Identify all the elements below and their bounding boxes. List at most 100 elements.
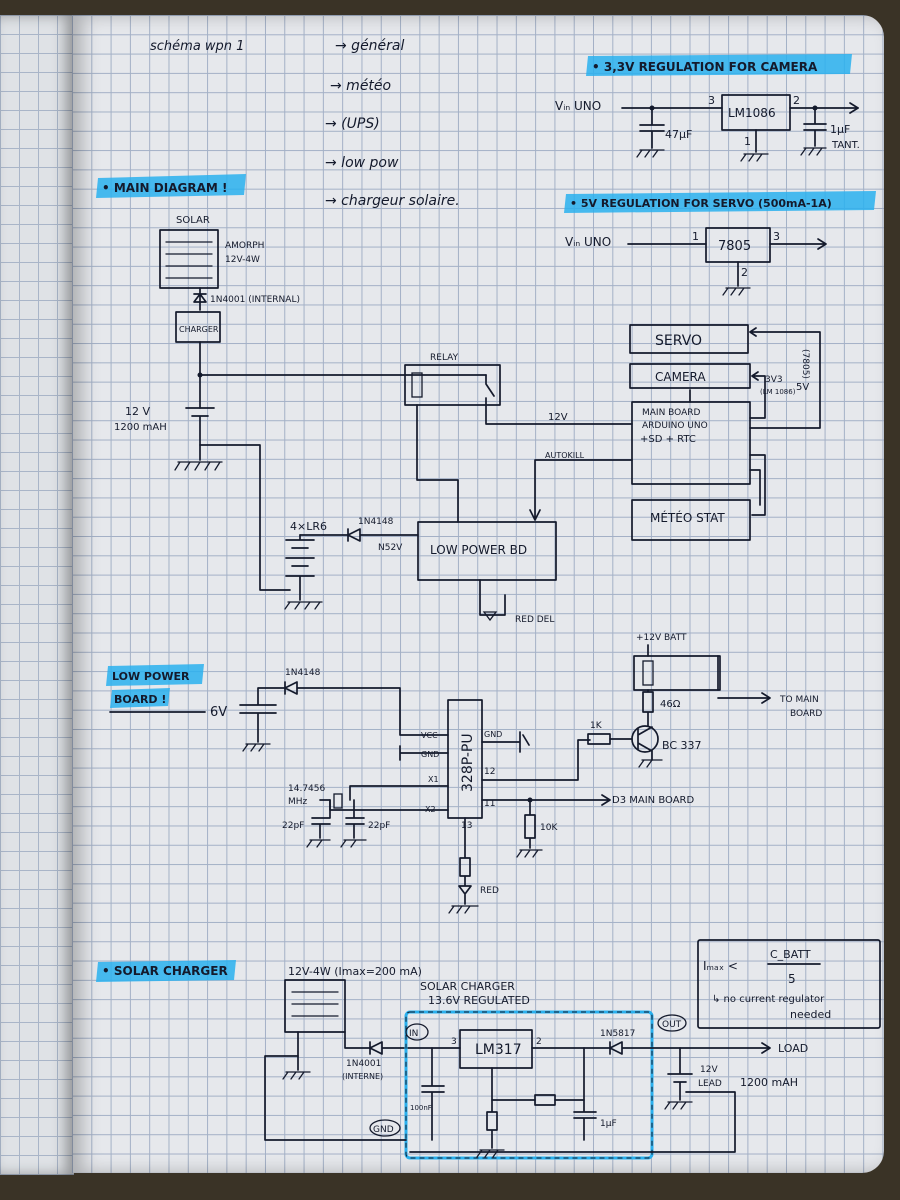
pin-label: 3 xyxy=(708,94,715,107)
main-board-block xyxy=(631,401,751,485)
sc-gnd-pad xyxy=(369,1119,401,1137)
pin-label: 3 xyxy=(773,230,780,243)
d3-label: D3 MAIN BOARD xyxy=(612,795,694,806)
sc-title-1: SOLAR CHARGER xyxy=(420,980,515,993)
sc-out-pad xyxy=(657,1014,687,1032)
pin-label: 2 xyxy=(793,94,800,107)
pin-label: 1 xyxy=(744,135,751,148)
pin-gnd: GND xyxy=(421,750,439,759)
pin-label: 1 xyxy=(692,230,699,243)
todo-title: schéma wpn 1 xyxy=(150,39,244,54)
7805-note: (7805) xyxy=(800,349,810,379)
bc337-transistor xyxy=(631,725,659,753)
formula-lhs: Iₘₐₓ < xyxy=(703,959,738,973)
v5-label: 5V xyxy=(796,382,809,393)
reg33-section: • 3,3V REGULATION FOR CAMERA Vᵢₙ UNO LM1… xyxy=(555,54,860,162)
charger-label: CHARGER xyxy=(179,325,219,334)
battery-voltage: 12 V xyxy=(125,405,150,418)
meteo-label: MÉTÉO STAT xyxy=(650,510,725,525)
solar-panel xyxy=(159,229,219,289)
solar-charger: • SOLAR CHARGER 12V-4W (Imax=200 mA) 1N4… xyxy=(96,939,881,1160)
camera-block xyxy=(629,363,751,389)
v33-label: 3V3 xyxy=(765,375,783,385)
todo-item: → général xyxy=(335,38,405,54)
pin-x1: X1 xyxy=(428,775,439,784)
low-power-board: LOW POWER BOARD ! 6V 1N4148 328P-PU VCC … xyxy=(106,633,822,914)
bc337-label: BC 337 xyxy=(662,739,702,752)
battery-capacity: 1200 mAH xyxy=(114,422,167,433)
autokill-label: AUTOKILL xyxy=(545,451,585,460)
sc-gnd-label: GND xyxy=(373,1125,394,1135)
formula-note: ↳ no current regulator xyxy=(712,994,825,1005)
cap-tant: TANT. xyxy=(831,140,860,151)
sc-batt-cap: 1200 mAH xyxy=(740,1076,798,1089)
lpb-heading: BOARD ! xyxy=(114,693,166,706)
sc-cap-left: 100nF xyxy=(410,1104,432,1112)
formula-den: 5 xyxy=(788,972,796,986)
charger-block xyxy=(175,311,221,343)
aa-pack-label: 4×LR6 xyxy=(290,520,327,533)
cap-47uf: 47µF xyxy=(665,128,692,141)
sc-diode-1n5817: 1N5817 xyxy=(600,1029,635,1039)
led-red-label: RED xyxy=(480,886,499,896)
left-notebook-page xyxy=(0,15,74,1175)
r10k-label: 10K xyxy=(540,823,558,833)
relay-block xyxy=(404,364,501,406)
batt-label: +12V BATT xyxy=(636,633,687,643)
pin-label: 2 xyxy=(536,1037,542,1047)
diode-1n4148: 1N4148 xyxy=(358,517,394,527)
sc-in-pad xyxy=(405,1023,429,1041)
sc-diode-1: 1N4001 xyxy=(346,1059,381,1069)
lm317-label: LM317 xyxy=(475,1042,522,1058)
lpb-diode: 1N4148 xyxy=(285,668,321,678)
sc-panel-label: 12V-4W (Imax=200 mA) xyxy=(288,965,422,978)
sc-heading: • SOLAR CHARGER xyxy=(102,964,228,978)
r46-label: 46Ω xyxy=(660,699,681,710)
pin-11: 11 xyxy=(484,799,495,809)
pin-label: 2 xyxy=(741,266,748,279)
lpb-6v: 6V xyxy=(210,705,227,720)
todo-item: → chargeur solaire. xyxy=(325,193,460,209)
todo-item: → (UPS) xyxy=(325,116,380,132)
servo-block xyxy=(629,324,749,354)
main-diagram-heading: • MAIN DIAGRAM ! xyxy=(102,181,227,195)
to-main-label: TO MAIN xyxy=(779,695,819,705)
pin-label: 3 xyxy=(451,1037,457,1047)
formula-box xyxy=(697,939,881,1029)
sc-in-label: IN xyxy=(409,1029,418,1039)
red-del-label: RED DEL xyxy=(515,615,554,625)
relay-label: RELAY xyxy=(430,353,459,363)
main-board-label: MAIN BOARD xyxy=(642,408,701,418)
low-power-bd-label: LOW POWER BD xyxy=(430,543,527,557)
solar-spec: AMORPH xyxy=(225,241,264,251)
lm1086-note: (LM 1086) xyxy=(760,388,796,396)
r1k-label: 1K xyxy=(590,721,603,731)
sc-diode-2: (INTERNE) xyxy=(342,1072,383,1081)
pin-13: 13 xyxy=(461,821,472,831)
7805-label: 7805 xyxy=(718,239,751,254)
to-main-label: BOARD xyxy=(790,709,822,719)
formula-note: needed xyxy=(790,1008,831,1021)
low-power-bd-block xyxy=(417,521,557,581)
sc-cap-right: 1µF xyxy=(600,1119,617,1129)
reg5-vin: Vᵢₙ UNO xyxy=(565,235,611,249)
camera-label: CAMERA xyxy=(655,370,706,384)
atmega328-label: 328P-PU xyxy=(460,733,476,792)
main-board-label: +SD + RTC xyxy=(640,434,696,445)
reg33-heading: • 3,3V REGULATION FOR CAMERA xyxy=(592,60,818,74)
lm317-chip xyxy=(459,1029,533,1069)
lpb-relay xyxy=(633,655,721,691)
diode-1n4001: 1N4001 (INTERNAL) xyxy=(210,295,300,305)
meteo-block xyxy=(631,499,751,541)
reg33-highlight xyxy=(586,54,852,76)
ns2v-label: N52V xyxy=(378,543,403,553)
sc-out-label: OUT xyxy=(662,1020,682,1030)
lm1086-label: LM1086 xyxy=(728,106,776,120)
todo-list: schéma wpn 1 → général → météo → (UPS) →… xyxy=(150,38,460,209)
wire-12v: 12V xyxy=(548,412,568,423)
solar-spec: 12V-4W xyxy=(225,255,260,265)
lpb-highlight-2 xyxy=(110,688,170,708)
r1k xyxy=(587,733,611,745)
cap-22pf-a: 22pF xyxy=(282,821,304,831)
